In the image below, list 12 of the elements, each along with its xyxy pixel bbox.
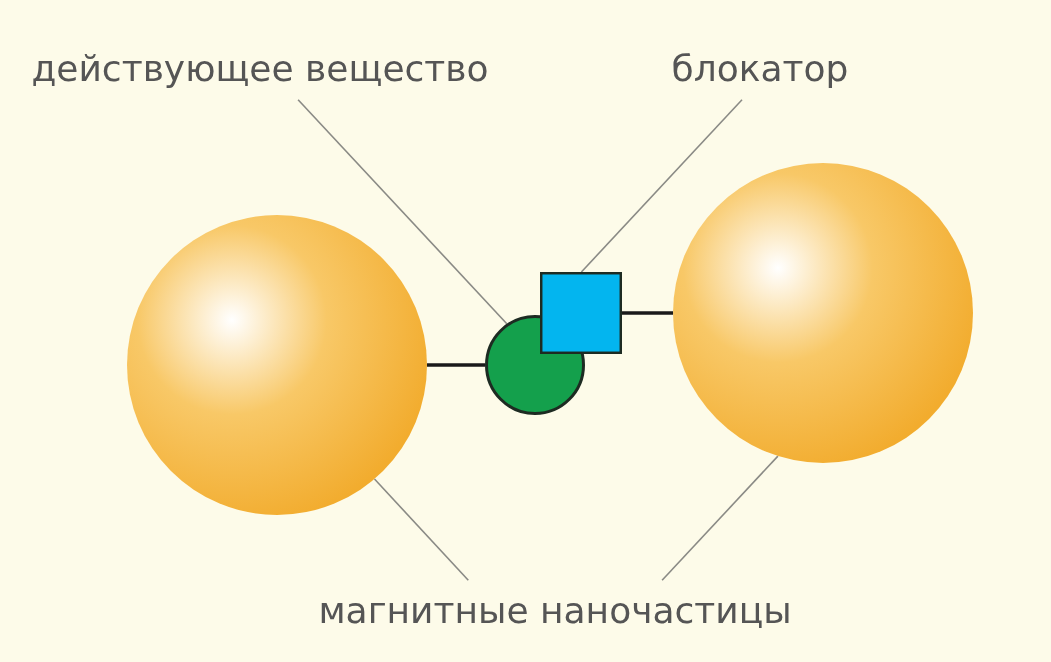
square — [540, 272, 622, 354]
leader-line — [297, 98, 508, 325]
leader-line — [373, 478, 470, 582]
connector-line — [427, 363, 485, 367]
leader-line — [661, 455, 779, 582]
leader-line — [580, 98, 743, 273]
label-text: блокатор — [660, 40, 860, 98]
label-text: магнитные наночастицы — [300, 582, 810, 640]
label-text: действующее вещество — [25, 40, 495, 98]
sphere — [673, 163, 973, 463]
connector-line — [622, 311, 673, 315]
sphere — [127, 215, 427, 515]
